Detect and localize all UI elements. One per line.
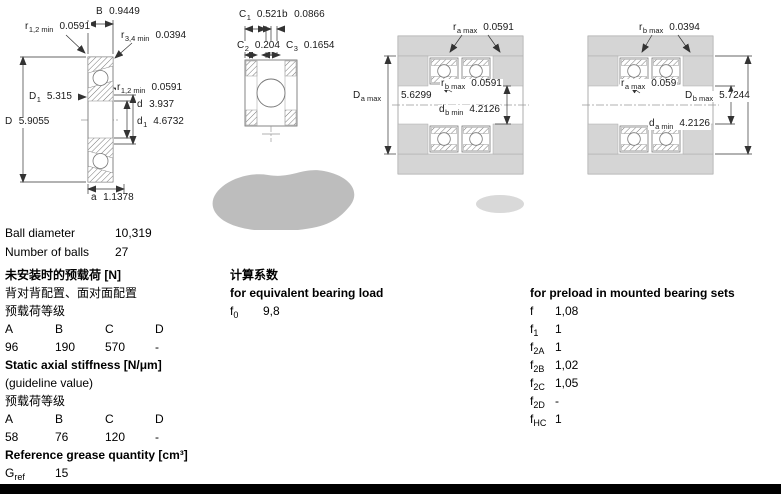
watermark-smudge bbox=[476, 195, 524, 213]
drawing-front-section bbox=[81, 56, 120, 183]
equivalent-load-heading: for equivalent bearing load bbox=[230, 286, 384, 300]
factor-fhc-value: 1 bbox=[555, 412, 562, 426]
stiffness-class-label: 预载荷等级 bbox=[5, 394, 66, 408]
stiffness-value-c: 120 bbox=[105, 430, 126, 444]
preload-value-b: 190 bbox=[55, 340, 76, 354]
factor-f-value: 1,08 bbox=[555, 304, 579, 318]
dim-value-Da-max: 5.6299 bbox=[400, 90, 433, 102]
preload-config-note: 背对背配置、面对面配置 bbox=[5, 286, 138, 300]
ball-diameter-label: Ball diameter bbox=[5, 226, 76, 240]
factor-f2b-value: 1,02 bbox=[555, 358, 579, 372]
number-of-balls-value: 27 bbox=[115, 245, 129, 259]
grease-heading: Reference grease quantity [cm³] bbox=[5, 448, 188, 462]
stiffness-note: (guideline value) bbox=[5, 376, 94, 390]
stiffness-header-a: A bbox=[5, 412, 14, 426]
factor-f0-symbol: f0 bbox=[230, 304, 239, 320]
preload-header-d: D bbox=[155, 322, 164, 336]
drawing-mounting-2 bbox=[582, 36, 719, 174]
factor-f2d-symbol: f2D bbox=[530, 394, 545, 410]
stiffness-value-a: 58 bbox=[5, 430, 19, 444]
grease-symbol: Gref bbox=[5, 466, 25, 482]
number-of-balls-label: Number of balls bbox=[5, 245, 90, 259]
preload-value-d: - bbox=[155, 340, 159, 354]
watermark-blob bbox=[212, 170, 355, 230]
preload-value-c: 570 bbox=[105, 340, 126, 354]
factor-f2a-symbol: f2A bbox=[530, 340, 545, 356]
calculation-factors-heading: 计算系数 bbox=[230, 268, 279, 282]
factor-f1-value: 1 bbox=[555, 322, 562, 336]
preload-header-c: C bbox=[105, 322, 114, 336]
preload-header-a: A bbox=[5, 322, 14, 336]
preload-header-b: B bbox=[55, 322, 64, 336]
factor-f2c-symbol: f2C bbox=[530, 376, 545, 392]
stiffness-value-b: 76 bbox=[55, 430, 69, 444]
factor-f-symbol: f bbox=[530, 304, 534, 318]
preload-value-a: 96 bbox=[5, 340, 19, 354]
grease-value: 15 bbox=[55, 466, 69, 480]
ball-diameter-value: 10,319 bbox=[115, 226, 152, 240]
stiffness-header-b: B bbox=[55, 412, 64, 426]
preload-heading: 未安装时的预载荷 [N] bbox=[5, 268, 121, 282]
stiffness-heading: Static axial stiffness [N/μm] bbox=[5, 358, 162, 372]
factor-f0-value: 9,8 bbox=[263, 304, 280, 318]
factor-f2a-value: 1 bbox=[555, 340, 562, 354]
factor-fhc-symbol: fHC bbox=[530, 412, 547, 428]
drawing-front-dimension-lines bbox=[19, 20, 137, 194]
factor-f1-symbol: f1 bbox=[530, 322, 539, 338]
preload-class-label: 预载荷等级 bbox=[5, 304, 66, 318]
stiffness-header-d: D bbox=[155, 412, 164, 426]
stiffness-header-c: C bbox=[105, 412, 114, 426]
preload-factors-heading: for preload in mounted bearing sets bbox=[530, 286, 735, 300]
drawing-ball-section bbox=[244, 59, 298, 142]
technical-drawings bbox=[19, 20, 752, 230]
drawing-mounting-2-dimension-lines bbox=[629, 34, 752, 155]
dim-label-Da-max: Da max bbox=[352, 90, 383, 103]
factor-f2c-value: 1,05 bbox=[555, 376, 579, 390]
factor-f2d-value: - bbox=[555, 394, 559, 408]
bottom-bar bbox=[0, 484, 781, 494]
drawing-mounting-1-dimension-lines bbox=[384, 34, 511, 155]
stiffness-value-d: - bbox=[155, 430, 159, 444]
factor-f2b-symbol: f2B bbox=[530, 358, 545, 374]
